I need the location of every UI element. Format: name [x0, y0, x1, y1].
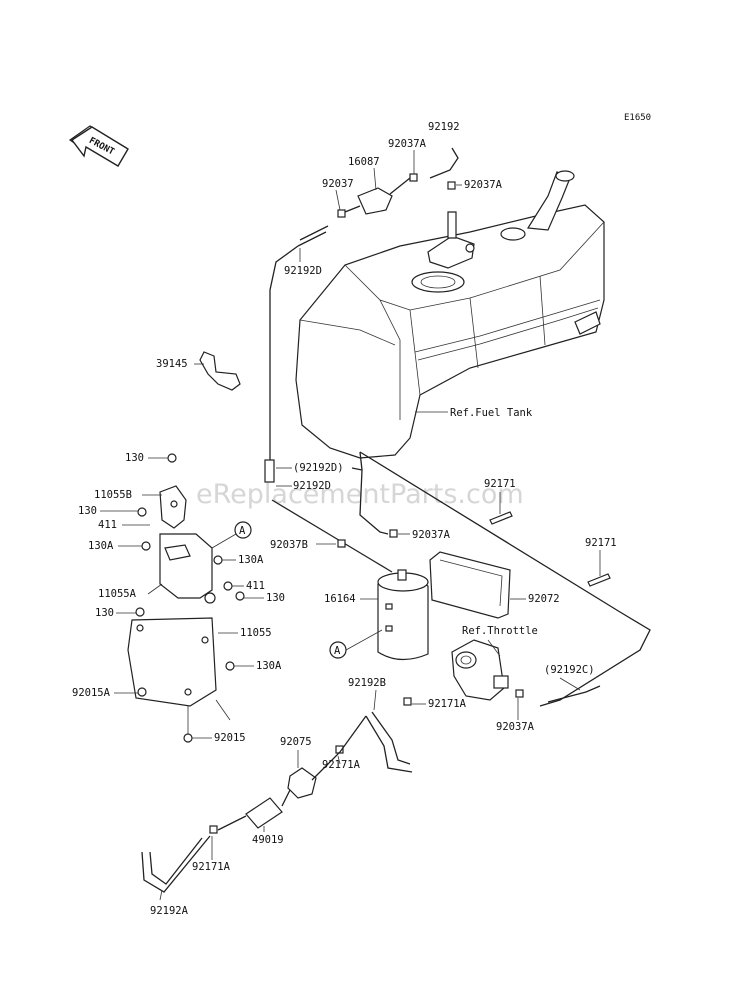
part-label: 130: [125, 452, 144, 464]
part-label: 16087: [348, 156, 380, 168]
part-label: (92192D): [293, 462, 344, 474]
hose-92192d: [299, 225, 329, 241]
part-label: 411: [98, 519, 117, 531]
part-label: 92075: [280, 736, 312, 748]
callout-a: A: [234, 521, 252, 539]
part-label: 130A: [256, 660, 282, 672]
part-label: 92192: [428, 121, 460, 133]
part-label: 92192A: [150, 905, 189, 917]
part-label: 130A: [238, 554, 264, 566]
hose-canister-in: [271, 499, 393, 573]
part-label: 11055B: [94, 489, 132, 501]
strap-39145: [199, 351, 241, 391]
svg-text:A: A: [239, 525, 246, 537]
part-label: 411: [246, 580, 265, 592]
canister-16164: [377, 569, 429, 661]
part-label: 92037A: [496, 721, 535, 733]
clamp-icon: [409, 173, 418, 182]
part-label: 130: [78, 505, 97, 517]
part-label: 92037A: [464, 179, 503, 191]
callout-a: A: [329, 641, 347, 659]
svg-text:A: A: [334, 645, 341, 657]
part-label: 11055: [240, 627, 272, 639]
hose-92192c: [359, 451, 651, 707]
clamp-icon: [337, 209, 346, 218]
clamp-icon: [209, 825, 218, 834]
diagram-code: E1650: [624, 113, 651, 123]
clamp-icon: [389, 529, 398, 538]
hose-92192b: [371, 711, 411, 765]
part-label: 130A: [88, 540, 114, 552]
part-label: 92015: [214, 732, 246, 744]
vent-hose-long: [269, 245, 299, 460]
part-label: 16164: [324, 593, 356, 605]
part-label: 92015A: [72, 687, 111, 699]
ref-throttle: Ref.Throttle: [462, 625, 538, 637]
part-label: 92171: [585, 537, 617, 549]
part-label: 130: [266, 592, 285, 604]
clamp-icon: [403, 697, 412, 706]
bracket-11055b: [159, 485, 187, 529]
part-label: 49019: [252, 834, 284, 846]
hose-92192a: [141, 835, 211, 893]
clip-icon: [489, 511, 611, 587]
hose-92192d-2: [351, 467, 389, 535]
part-label: 92037A: [388, 138, 427, 150]
check-valve: [344, 177, 411, 215]
front-arrow-icon: FRONT: [68, 125, 129, 167]
bracket-11055: [127, 617, 217, 707]
part-label: 92192B: [348, 677, 386, 689]
part-label: 92192D: [293, 480, 331, 492]
part-label: 39145: [156, 358, 188, 370]
vent-hose-elbow: [429, 147, 459, 179]
part-label: 92171A: [192, 861, 231, 873]
ref-fuel-tank: Ref.Fuel Tank: [450, 407, 533, 419]
part-label: 92037B: [270, 539, 308, 551]
part-label: (92192C): [544, 664, 595, 676]
plate-92072: [429, 551, 511, 619]
throttle-body: [451, 639, 509, 701]
part-label: 130: [95, 607, 114, 619]
hose-end: [264, 459, 275, 483]
part-label: 92171A: [322, 759, 361, 771]
part-label: 92171: [484, 478, 516, 490]
fuel-filter-49019: [217, 789, 291, 831]
part-label: 92072: [528, 593, 560, 605]
clamp-icon: [447, 181, 456, 190]
part-label: 92192D: [284, 265, 322, 277]
part-label: 92037A: [412, 529, 451, 541]
bracket-11055a: [159, 533, 216, 604]
part-label: 11055A: [98, 588, 137, 600]
part-label: 92171A: [428, 698, 467, 710]
grommet-92075: [287, 767, 317, 799]
part-label: 92037: [322, 178, 354, 190]
clamp-icon: [515, 689, 524, 698]
fuel-tank: [295, 170, 605, 459]
clamp-icon: [337, 539, 346, 548]
